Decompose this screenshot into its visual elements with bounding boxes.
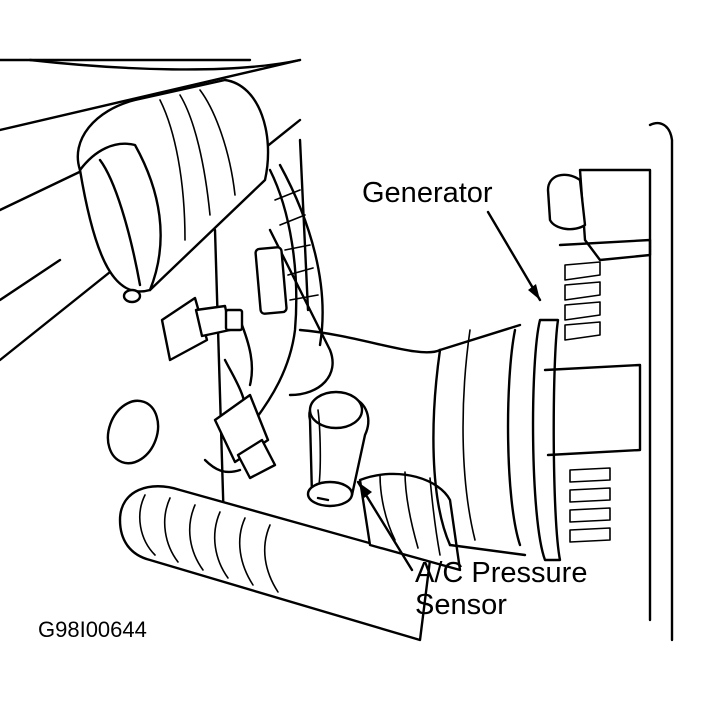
ac-pressure-sensor-label-line1: A/C Pressure	[415, 557, 588, 589]
ac-pressure-sensor-label-line2: Sensor	[415, 589, 507, 621]
generator-leader-line	[486, 210, 542, 302]
ground-stud	[160, 296, 244, 362]
sensor-leader-line	[356, 480, 414, 572]
generator-label: Generator	[362, 177, 493, 209]
corrugated-hose	[118, 471, 462, 642]
figure-id: G98I00644	[38, 617, 147, 642]
tube-sleeve	[76, 78, 270, 304]
generator	[298, 121, 674, 642]
ac-pressure-sensor	[306, 390, 370, 508]
sensor-leader-arrowhead	[358, 482, 372, 498]
callout-leaders	[356, 210, 542, 572]
sensor-connector	[203, 393, 277, 480]
round-plug	[106, 399, 160, 465]
generator-leader-arrowhead	[528, 284, 540, 300]
